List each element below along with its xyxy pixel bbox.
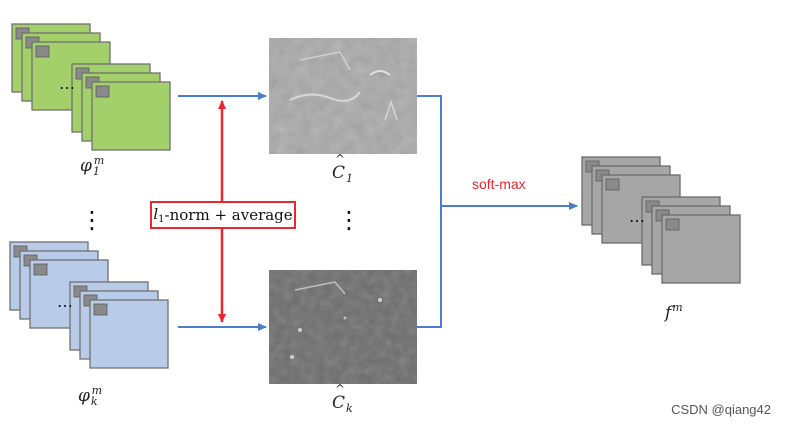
label-c-1: C1 [332, 153, 353, 184]
label-f-m: fm [665, 301, 683, 323]
gray-stack-thumb [605, 178, 620, 191]
green-stack-dots: … [59, 74, 75, 93]
feature-stack-phi-k: … [9, 241, 169, 369]
dots-middle: ⋮ [337, 206, 361, 234]
map-ck [269, 270, 417, 384]
map-c1 [269, 38, 417, 154]
blue-stack-dots: … [57, 292, 73, 311]
green-stack-thumb [35, 45, 50, 58]
norm-text: -norm + average [164, 206, 293, 224]
connector-c1-merge [417, 95, 442, 206]
blue-stack-thumb [93, 303, 108, 316]
gray-stack-dots: … [629, 207, 645, 226]
watermark: CSDN @qiang42 [671, 402, 771, 417]
green-stack-thumb [95, 85, 110, 98]
label-c-k: Ck [332, 383, 353, 414]
feature-stack-phi-1: … [11, 23, 171, 151]
label-phi-k: φkm [78, 384, 103, 408]
label-phi-1: φ1m [80, 154, 105, 178]
connector-ck-merge [417, 206, 442, 328]
blue-stack-thumb [33, 263, 48, 276]
dots-left: ⋮ [80, 206, 104, 234]
norm-l: l1 [153, 205, 165, 225]
norm-average-box: l1-norm + average [150, 201, 296, 229]
feature-stack-f-m: … [581, 156, 741, 284]
softmax-label: soft-max [472, 176, 526, 192]
gray-stack-thumb [665, 218, 680, 231]
